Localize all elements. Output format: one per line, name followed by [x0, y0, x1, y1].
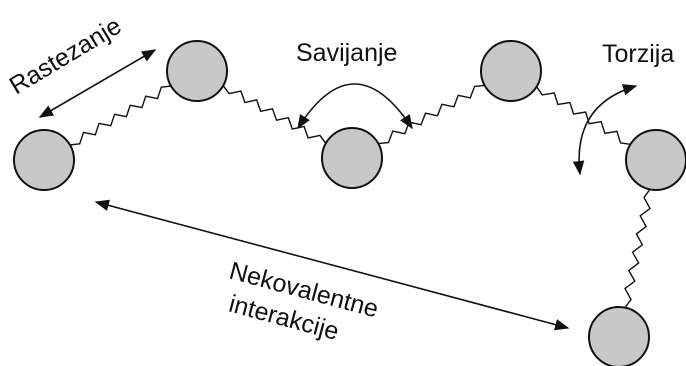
bond-spring-4 [536, 86, 631, 145]
atom-3 [321, 127, 383, 189]
atom-5 [625, 129, 686, 191]
stretching-label: Rastezanje [5, 12, 127, 100]
bond-spring-3 [378, 84, 485, 145]
stretching-arrow [38, 49, 157, 118]
torsion-arrow [572, 84, 638, 176]
bending-arrow [297, 83, 413, 130]
nonbonded-interaction-arrow [94, 199, 570, 331]
bond-spring-5 [624, 188, 651, 309]
bond-spring-1 [69, 85, 172, 146]
atom-1 [13, 129, 75, 191]
atoms [13, 40, 686, 366]
atom-2 [166, 40, 228, 102]
torsion-label: Torzija [602, 40, 674, 68]
bond-springs [69, 84, 651, 309]
bending-label: Savijanje [296, 39, 397, 67]
atom-6 [588, 306, 650, 366]
atom-4 [480, 40, 542, 102]
bond-spring-2 [222, 85, 327, 144]
